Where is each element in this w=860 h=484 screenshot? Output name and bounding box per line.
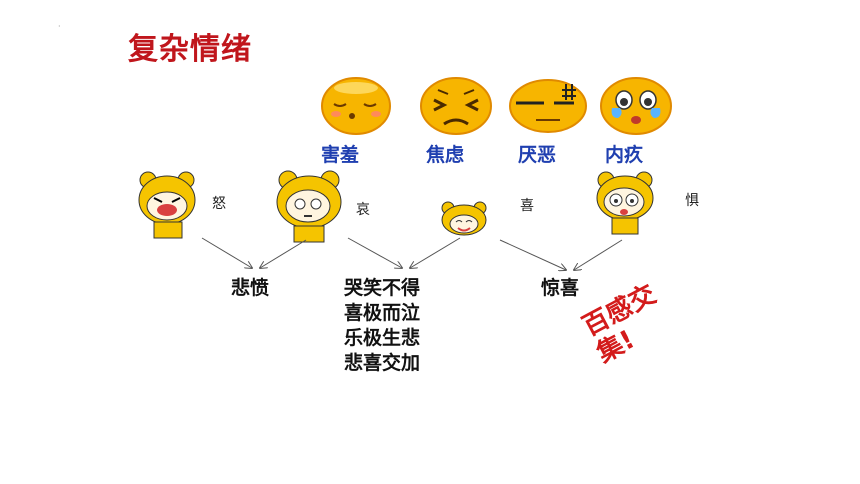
anxious-emoji-icon xyxy=(420,77,492,135)
emotion-anger: 怒 xyxy=(212,196,226,212)
emotion-label-anxious: 焦虑 xyxy=(426,144,465,166)
result-line: 喜极而泣 xyxy=(344,302,421,324)
emotion-joy: 喜 xyxy=(520,198,534,214)
result-mixed-list: 哭笑不得 喜极而泣 乐极生悲 悲喜交加 xyxy=(344,276,420,376)
emotion-label-disgust: 厌恶 xyxy=(518,144,557,166)
sad-character-icon xyxy=(276,170,342,243)
emotion-fear: 惧 xyxy=(685,193,699,209)
happy-character-icon xyxy=(441,201,487,236)
shy-emoji-icon xyxy=(321,77,391,135)
disgust-emoji-icon xyxy=(509,79,587,133)
guilty-emoji-icon xyxy=(600,77,672,135)
result-line: 哭笑不得 xyxy=(344,277,421,299)
emotion-sadness: 哀 xyxy=(356,202,370,218)
fear-character-icon xyxy=(596,171,654,235)
emotion-label-shy: 害羞 xyxy=(321,144,360,166)
emotion-label-guilty: 内疚 xyxy=(605,144,644,166)
page-title: 复杂情绪 xyxy=(128,32,252,67)
angry-character-icon xyxy=(138,171,196,239)
result-grief-anger: 悲愤 xyxy=(231,277,270,299)
result-line: 乐极生悲 xyxy=(344,327,421,349)
result-surprise-joy: 惊喜 xyxy=(541,277,580,299)
corner-mark: · xyxy=(58,22,61,31)
result-line: 悲喜交加 xyxy=(344,352,421,374)
